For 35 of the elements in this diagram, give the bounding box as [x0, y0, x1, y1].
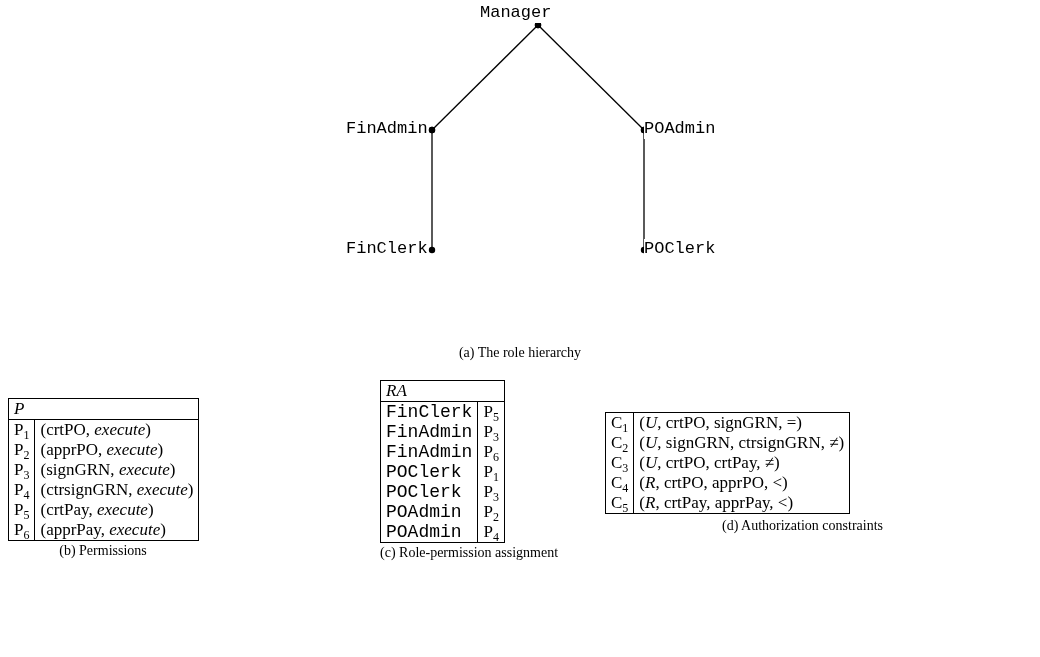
permission-tuple: (apprPay, execute) — [34, 520, 199, 541]
role-name: FinClerk — [380, 401, 478, 422]
role-name: FinAdmin — [380, 442, 478, 462]
permission-symbol: P$_{5}$ — [477, 401, 505, 422]
permission-symbol: P$_{6}$ — [477, 442, 505, 462]
role-label: Manager — [480, 3, 552, 23]
permission-tuple: (crtPO, execute) — [34, 419, 199, 440]
hierarchy-line — [640, 126, 648, 254]
permission-tuple: (ctrsignGRN, execute) — [34, 480, 199, 500]
permission-symbol: P$_{3}$ — [477, 482, 505, 502]
constraint-tuple: (U, crtPO, crtPay, ≠) — [633, 453, 850, 473]
role-name: POAdmin — [380, 502, 478, 522]
table-header: RA — [380, 380, 505, 402]
role-name: POAdmin — [380, 522, 478, 543]
constraint-tuple: (R, crtPO, apprPO, <) — [633, 473, 850, 493]
figure-caption: (b) Permissions — [58, 543, 148, 559]
permission-symbol: P$_{3}$ — [477, 422, 505, 442]
permission-tuple: (crtPay, execute) — [34, 500, 199, 520]
role-name: POClerk — [380, 482, 478, 502]
hierarchy-line — [428, 126, 436, 254]
figure-caption: (c) Role-permission assignment — [380, 545, 560, 561]
permission-tuple: (signGRN, execute) — [34, 460, 199, 480]
figure-caption: (d) Authorization constraints — [721, 518, 884, 534]
permission-tuple: (apprPO, execute) — [34, 440, 199, 460]
constraint-tuple: (U, crtPO, signGRN, =) — [633, 412, 850, 433]
permission-symbol: P$_{2}$ — [477, 502, 505, 522]
role-label: POAdmin — [644, 119, 716, 139]
constraint-tuple: (R, crtPay, apprPay, <) — [633, 493, 850, 514]
permission-symbol: P$_{1}$ — [477, 462, 505, 482]
permission-symbol: P$_{4}$ — [477, 522, 505, 543]
figure-caption: (a) The role hierarchy — [457, 345, 583, 361]
table-header: P — [8, 398, 199, 420]
role-name: POClerk — [380, 462, 478, 482]
role-name: FinAdmin — [380, 422, 478, 442]
constraint-tuple: (U, signGRN, ctrsignGRN, ≠) — [633, 433, 850, 453]
